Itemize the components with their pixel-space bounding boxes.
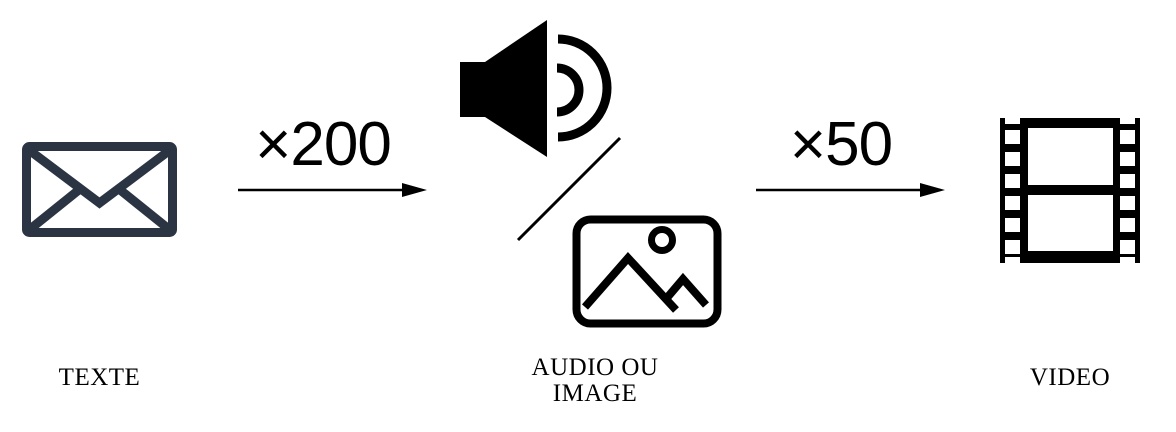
slash-separator-icon (516, 136, 622, 242)
arrow-right-icon (756, 183, 945, 197)
node-texte-label: TEXTE (58, 364, 141, 391)
image-icon (572, 215, 722, 328)
node-video-label: VIDEO (1029, 364, 1111, 391)
arrow-right-icon (238, 183, 427, 197)
node-audio-image-label: AUDIO OU IMAGE (495, 355, 695, 407)
envelope-icon (22, 142, 177, 237)
node-audio-image-label-line1: AUDIO OU (531, 354, 659, 381)
arrow-multiplier-x200: ×200 (255, 110, 392, 179)
node-audio-image-label-line2: IMAGE (552, 380, 638, 407)
film-strip-icon (1000, 118, 1140, 263)
arrow-multiplier-x50: ×50 (789, 110, 893, 179)
speaker-icon (460, 20, 612, 157)
